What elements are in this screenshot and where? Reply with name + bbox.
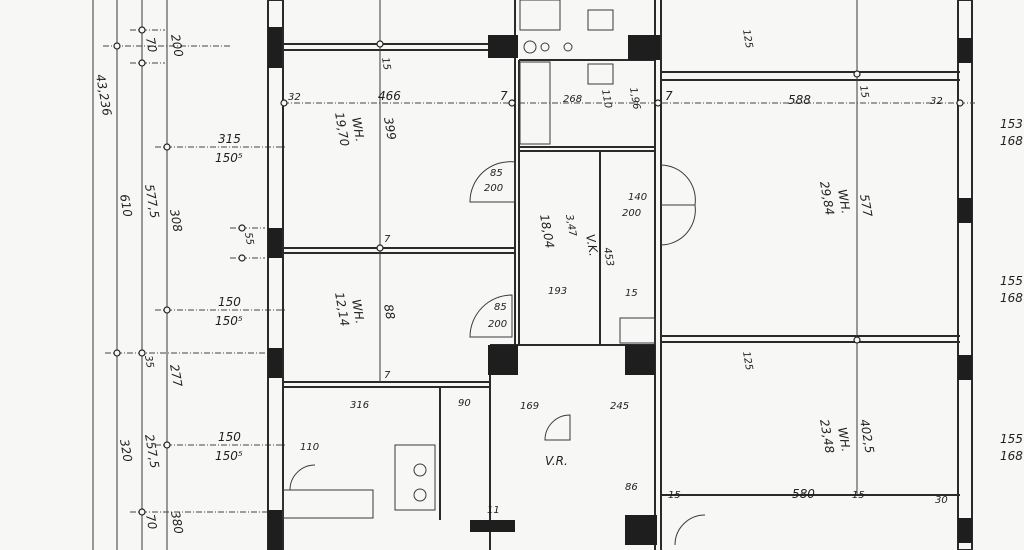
- dim-label: 453: [601, 247, 615, 268]
- piers: [268, 27, 972, 550]
- dim-label: 88: [381, 303, 398, 321]
- door-width: 85: [490, 168, 503, 179]
- dim-label: 32: [288, 92, 301, 103]
- dim-label: 316: [350, 400, 369, 411]
- dim-label: 15: [857, 85, 870, 99]
- window-dim-top: 155: [1000, 432, 1023, 446]
- room-code: WH.: [349, 116, 367, 143]
- dim-label: 70: [143, 36, 160, 54]
- room-code: WH.: [349, 298, 367, 325]
- room-code: V.R.: [545, 454, 568, 468]
- dim-label: 577,5: [142, 183, 162, 219]
- window-dim-bottom: 150⁵: [215, 314, 243, 328]
- dim-label: 7: [384, 234, 391, 245]
- dim-label: 15: [852, 490, 865, 501]
- dim-label: 320: [117, 438, 135, 463]
- window-dim-bottom: 168: [1000, 134, 1023, 148]
- dim-label: 32: [930, 96, 943, 107]
- dim-label: 308: [167, 208, 185, 233]
- dimension-labels: 43,236 610 577,5 308 70 200 320 257,5 27…: [93, 29, 948, 536]
- dim-label: 15: [379, 57, 392, 71]
- window-dim-top: 155: [1000, 274, 1023, 288]
- window-dim-top: 150: [218, 430, 241, 444]
- room-code: WH.: [835, 188, 853, 215]
- window-dim-bottom: 150⁵: [215, 449, 243, 463]
- left-dimension-lines: [92, 0, 285, 550]
- window-dim-top: 150: [218, 295, 241, 309]
- dim-label: 588: [788, 93, 811, 107]
- dim-label: 125: [740, 351, 754, 372]
- walls: [267, 0, 975, 550]
- dim-label: 7: [384, 370, 391, 381]
- dim-label: 402,5: [857, 418, 877, 454]
- dim-label: 110: [599, 89, 613, 110]
- room-labels: WH. 19,70 WH. 12,14 V.K. 18,04 WH. 29,84…: [332, 111, 853, 468]
- dim-label: 70: [143, 513, 160, 531]
- dim-label: 610: [117, 193, 135, 218]
- dim-label: 580: [792, 487, 815, 501]
- room-area: 23,48: [817, 418, 837, 455]
- window-dim-top: 315: [218, 132, 241, 146]
- dim-label: 15: [668, 490, 681, 501]
- room-code: V.K.: [583, 233, 601, 257]
- dim-label: 30: [935, 495, 948, 506]
- dim-label: 193: [548, 286, 567, 297]
- right-window-labels: 153 168 155 168 155 168: [1000, 117, 1023, 463]
- door-labels: 85 200 85 200 140 200: [484, 168, 647, 330]
- dim-label: 15: [625, 288, 638, 299]
- dim-label: 7: [500, 89, 508, 103]
- door-height: 200: [622, 208, 641, 219]
- room-area: 19,70: [332, 111, 352, 148]
- dim-label: 399: [381, 116, 399, 141]
- dim-label: 577: [857, 193, 875, 218]
- dim-label: 86: [625, 482, 638, 493]
- dim-label: 380: [168, 510, 186, 535]
- door-height: 200: [484, 183, 503, 194]
- dim-label: 3,47: [563, 214, 578, 238]
- fixtures: [282, 0, 656, 519]
- overall-dimension: 43,236: [93, 73, 114, 117]
- room-area: 29,84: [817, 180, 837, 216]
- room-area: 18,04: [537, 213, 557, 249]
- dim-label: 11: [487, 505, 500, 516]
- dim-label: 90: [458, 398, 471, 409]
- door-width: 140: [628, 192, 647, 203]
- dim-label: 125: [740, 29, 754, 50]
- dim-label: 466: [378, 89, 401, 103]
- door-height: 200: [488, 319, 507, 330]
- dim-label: 268: [563, 94, 582, 105]
- dim-label: 110: [300, 442, 319, 453]
- room-area: 12,14: [332, 291, 352, 327]
- door-swings: [289, 161, 706, 546]
- dim-label: 7: [665, 89, 673, 103]
- dim-label: 277: [167, 363, 185, 388]
- dim-label: 169: [520, 401, 539, 412]
- dim-label: 35: [142, 355, 155, 369]
- door-width: 85: [494, 302, 507, 313]
- dim-label: 245: [610, 401, 629, 412]
- window-dim-bottom: 168: [1000, 449, 1023, 463]
- pier-dim: 55: [242, 232, 255, 246]
- window-dim-bottom: 168: [1000, 291, 1023, 305]
- window-dim-top: 153: [1000, 117, 1023, 131]
- room-code: WH.: [835, 426, 853, 453]
- dim-label: 1,96: [627, 87, 642, 111]
- dim-label: 257,5: [142, 433, 162, 469]
- window-dim-bottom: 150⁵: [215, 151, 243, 165]
- dim-label: 200: [168, 33, 186, 58]
